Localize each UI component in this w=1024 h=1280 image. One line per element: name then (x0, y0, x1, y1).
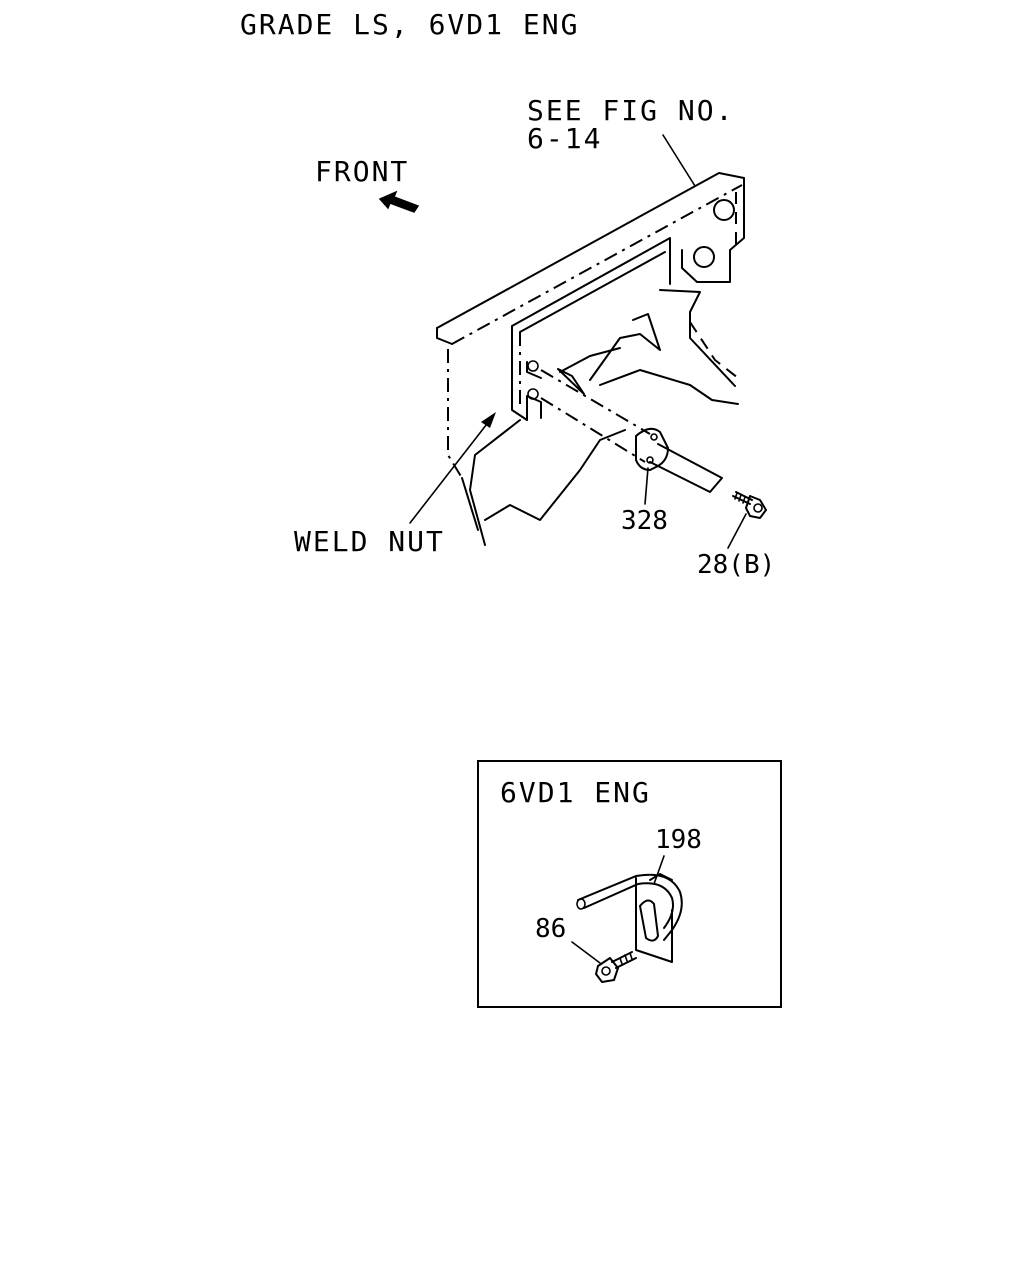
part-number-28b: 28(B) (697, 550, 775, 580)
inset-frame (477, 760, 782, 1008)
leader-198 (653, 855, 665, 885)
inset-title: 6VD1 ENG (500, 776, 651, 809)
part-86-bolt (595, 951, 637, 983)
body-panel (461, 289, 739, 546)
centerline-lower (540, 397, 646, 463)
part-number-86: 86 (535, 914, 566, 944)
leader-86 (571, 941, 601, 964)
see-fig-number: 6-14 (527, 122, 602, 155)
weld-nut-arrow-icon (409, 412, 496, 524)
front-arrow-icon (378, 190, 420, 213)
diagram-title: GRADE LS, 6VD1 ENG (240, 8, 579, 41)
leader-328 (644, 467, 649, 505)
part-28b-bolt (732, 491, 767, 519)
see-fig-label: SEE FIG NO. (527, 94, 734, 127)
centerline-upper (540, 369, 651, 435)
bracket-plate (511, 237, 671, 421)
see-fig-leader (662, 134, 696, 187)
front-label: FRONT (315, 155, 409, 188)
weld-nut-lower (527, 388, 539, 400)
part-number-328: 328 (621, 506, 668, 536)
frame-rail (436, 172, 745, 479)
part-number-198: 198 (655, 825, 702, 855)
part-328-plate (635, 427, 723, 493)
part-198-bracket (576, 873, 683, 963)
inset-detail: 6VD1 ENG 198 86 (477, 760, 782, 1008)
leader-28b (727, 513, 747, 549)
weld-nut-label: WELD NUT (294, 525, 445, 558)
weld-nut-upper (527, 360, 539, 372)
